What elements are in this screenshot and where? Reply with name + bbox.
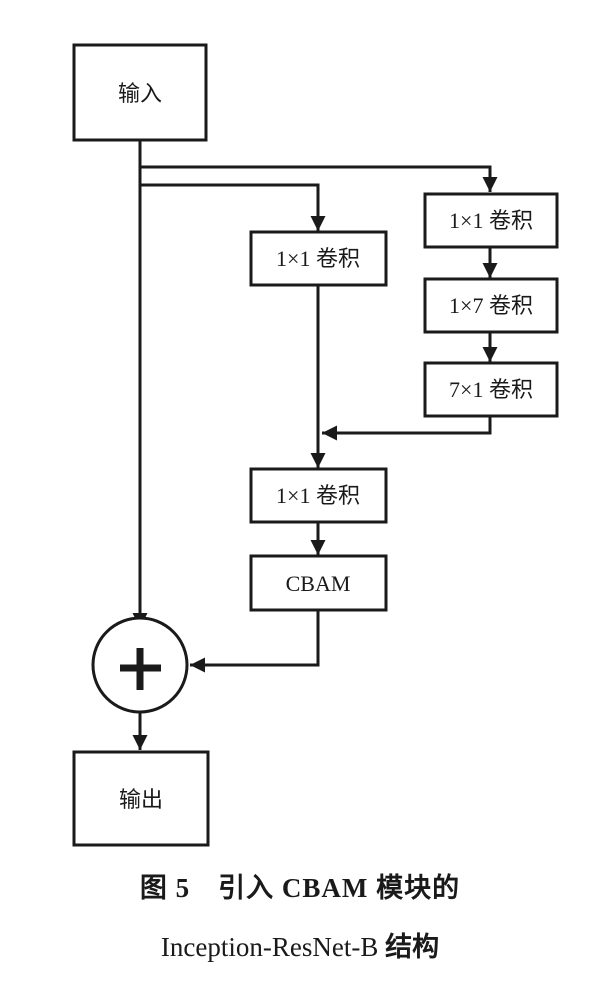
- cbam-box: [249, 554, 388, 612]
- figure-caption-line1: 图 5 引入 CBAM 模块的: [139, 873, 461, 903]
- b2-conv1x1-box: [423, 192, 559, 249]
- input-label: 输入: [118, 81, 162, 106]
- output-box: [72, 750, 210, 847]
- b2-conv7x1-label: 7×1 卷积: [449, 377, 533, 402]
- caption-model-name: Inception-ResNet-B: [160, 932, 379, 962]
- b2-conv1x7-box: [423, 277, 559, 334]
- edge-b2conv71-merge: [322, 416, 492, 441]
- b1-conv1x1-box: [249, 230, 388, 287]
- caption-suffix: 结构: [378, 932, 440, 962]
- output-label: 输出: [119, 787, 163, 812]
- figure-caption-line2: Inception-ResNet-B 结构: [0, 925, 600, 964]
- b2-conv1x1-label: 1×1 卷积: [449, 208, 533, 233]
- cbam-label: CBAM: [286, 571, 351, 596]
- b2-conv7x1-box: [423, 361, 559, 418]
- edge-input-b1-conv1: [140, 183, 326, 231]
- merge-conv1x1-box: [249, 467, 388, 524]
- plus-icon: [120, 648, 161, 690]
- merge-conv1x1-label: 1×1 卷积: [276, 483, 360, 508]
- b1-conv1x1-label: 1×1 卷积: [276, 246, 360, 271]
- edge-input-b2-conv1: [140, 165, 498, 192]
- input-box: [72, 43, 208, 142]
- edge-cbam-add: [190, 611, 320, 673]
- b2-conv1x7-label: 1×7 卷积: [449, 293, 533, 318]
